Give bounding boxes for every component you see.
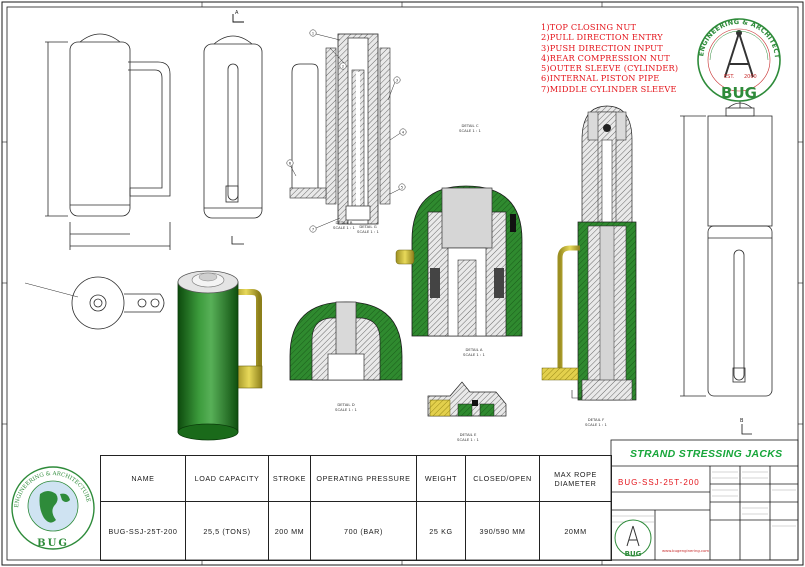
legend-item: 7)MIDDLE CYLINDER SLEEVE [541,83,677,94]
detail-section-d [427,381,507,417]
header-operating-pressure: OPERATING PRESSURE [310,455,417,502]
detail-section-c [395,185,523,337]
header-stroke: STROKE [268,455,311,502]
balloon-1: 1 [312,31,314,35]
label-detail-b-1: DETAIL B [336,220,353,225]
balloon-7: 7 [312,227,314,231]
top-view [24,276,165,330]
label-detail-f-1: DETAIL F [588,417,605,422]
header-name: NAME [100,455,186,502]
side-view [203,35,263,245]
value-closed-open: 390/590 MM [465,501,540,561]
label-detail-e-1: DETAIL E [460,432,477,437]
label-detail-c-2: SCALE 1 : 1 [459,128,481,133]
label-detail-d-2: SCALE 1 : 1 [335,407,357,412]
section-view: 1 2 3 4 5 6 7 A [232,10,407,233]
detail-section-b [289,301,403,381]
logo-top-brand: BUG [721,84,757,102]
logo-top-year: 2000 [744,74,757,80]
parts-legend: 1)TOP CLOSING NUT 2)PULL DIRECTION ENTRY… [541,22,678,94]
brand-logo-titleblock: BUG [614,519,652,558]
balloon-5: 5 [401,185,403,189]
label-detail-g-2: SCALE 1 : 1 [357,229,379,234]
detail-section-e [541,105,637,401]
titleblock-website: www.bugenginering.com [662,548,709,553]
brand-logo-top: EST. 2000 BUG [697,18,781,102]
value-max-rope-diameter: 20MM [539,501,612,561]
front-view-dimensioned [45,33,171,250]
label-detail-e-2: SCALE 1 : 1 [457,437,479,442]
legend-item: 1)TOP CLOSING NUT [541,22,637,32]
value-weight: 25 KG [416,501,466,561]
logo-top-est: EST. [724,74,735,80]
spec-header-row: NAME LOAD CAPACITY STROKE OPERATING PRES… [100,455,612,502]
label-detail-a-2: SCALE 1 : 1 [463,352,485,357]
right-exterior-view [680,94,773,435]
legend-item: 4)REAR COMPRESSION NUT [541,52,670,63]
label-detail-g-1: DETAIL G [359,224,376,229]
drawing-title: STRAND STRESSING JACKS [630,448,783,460]
logo-tb-brand: BUG [625,550,642,558]
brand-logo-bottom-left: BUG [11,466,95,550]
value-name: BUG-SSJ-25T-200 [100,501,186,561]
value-operating-pressure: 700 (BAR) [310,501,417,561]
logo-bl-brand: BUG [37,538,69,549]
label-detail-a-1: DETAIL A [466,347,483,352]
label-detail-b-2: SCALE 1 : 1 [333,225,355,230]
value-load-capacity: 25,5 (TONS) [185,501,269,561]
header-closed-open: CLOSED/OPEN [465,455,540,502]
header-weight: WEIGHT [416,455,466,502]
isometric-jack-render [177,270,263,441]
label-detail-c-1: DETAIL C [461,123,478,128]
legend-item: 6)INTERNAL PISTON PIPE [541,73,660,84]
legend-item: 5)OUTER SLEEVE (CYLINDER) [541,63,679,74]
section-mark-b: B [740,418,744,424]
spec-table: NAME LOAD CAPACITY STROKE OPERATING PRES… [100,455,612,561]
balloon-6: 6 [289,161,291,165]
value-stroke: 200 MM [268,501,311,561]
header-load-capacity: LOAD CAPACITY [185,455,269,502]
legend-item: 3)PUSH DIRECTION INPUT [541,42,663,53]
label-detail-d-1: DETAIL D [337,402,354,407]
spec-value-row: BUG-SSJ-25T-200 25,5 (TONS) 200 MM 700 (… [100,501,612,561]
drawing-code: BUG-SSJ-25T-200 [618,478,700,487]
header-max-rope-diameter: MAX ROPE DIAMETER [539,455,612,502]
section-mark-a: A [235,10,239,16]
label-detail-f-2: SCALE 1 : 1 [585,422,607,427]
balloon-2: 2 [342,64,344,68]
balloon-4: 4 [402,130,405,134]
balloon-3: 3 [396,78,398,82]
legend-item: 2)PULL DIRECTION ENTRY [541,32,663,43]
